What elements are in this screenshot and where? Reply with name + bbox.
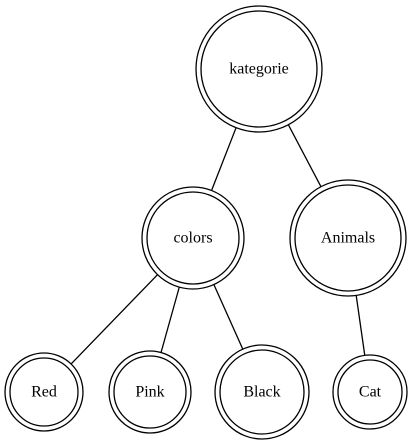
node-inner-ring: [294, 184, 402, 292]
node-inner-ring: [113, 355, 187, 429]
node-outer-ring: [141, 186, 245, 290]
node-kategorie: kategorie: [195, 5, 323, 133]
node-inner-ring: [337, 359, 403, 425]
node-label: Cat: [359, 384, 382, 401]
node-label: Pink: [135, 384, 164, 401]
node-inner-ring: [9, 357, 79, 427]
node-red: Red: [4, 352, 84, 432]
node-outer-ring: [332, 354, 408, 430]
node-outer-ring: [108, 350, 192, 434]
node-outer-ring: [214, 344, 310, 440]
node-animals: Animals: [289, 179, 407, 297]
edge-colors-red: [70, 274, 159, 365]
edge-colors-black: [213, 284, 244, 350]
node-outer-ring: [4, 352, 84, 432]
node-black: Black: [214, 344, 310, 440]
node-label: Red: [31, 384, 57, 401]
edge-animals-cat: [355, 295, 366, 356]
node-cat: Cat: [332, 354, 408, 430]
node-outer-ring: [195, 5, 323, 133]
edge-kategorie-colors: [210, 127, 237, 191]
node-inner-ring: [219, 349, 305, 435]
node-pink: Pink: [108, 350, 192, 434]
node-outer-ring: [289, 179, 407, 297]
node-label: colors: [173, 230, 212, 247]
edge-kategorie-animals: [287, 124, 322, 187]
node-label: Animals: [321, 230, 375, 247]
node-label: kategorie: [229, 61, 289, 78]
edges-layer: [70, 124, 366, 365]
node-inner-ring: [146, 191, 240, 285]
node-inner-ring: [200, 10, 318, 128]
edge-colors-pink: [160, 286, 180, 353]
node-colors: colors: [141, 186, 245, 290]
node-label: Black: [243, 384, 280, 401]
